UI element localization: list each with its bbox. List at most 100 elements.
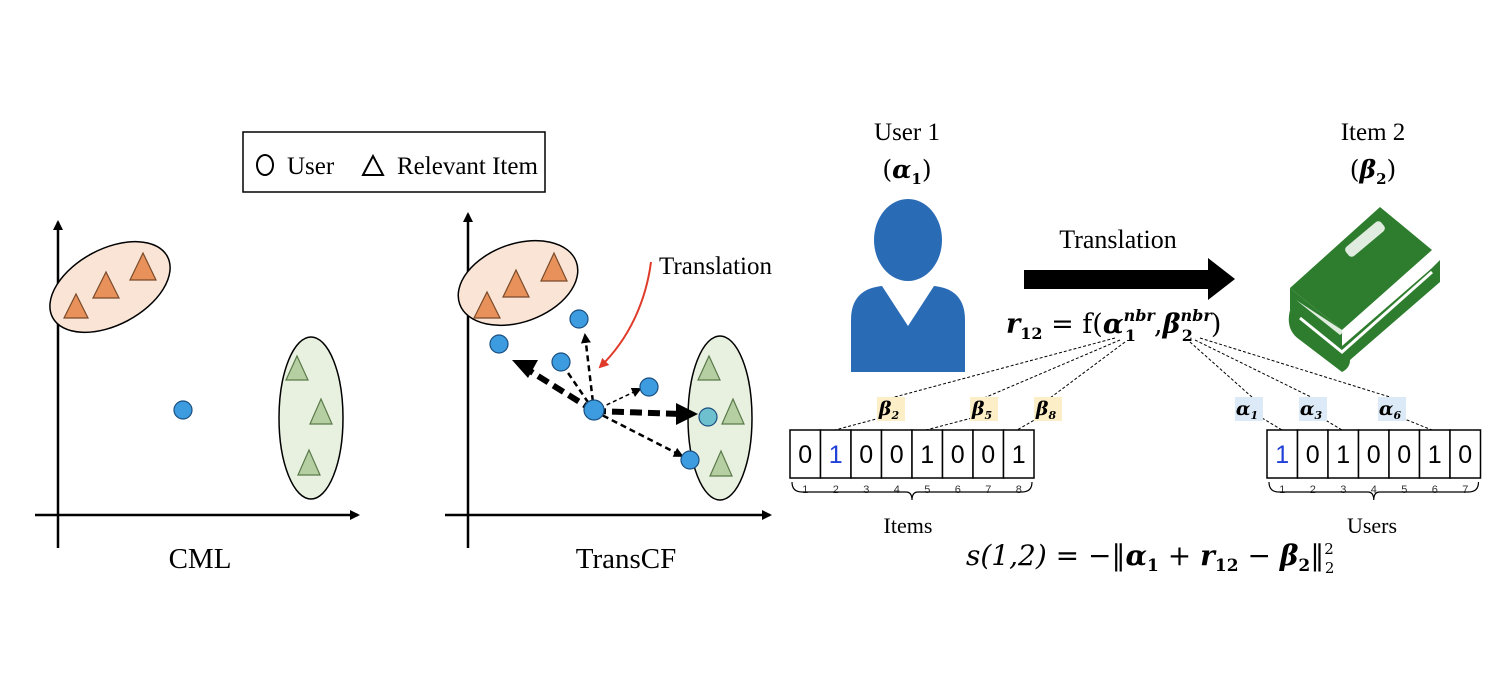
transcf-user-dot xyxy=(680,450,700,470)
item-vector-cell xyxy=(972,429,1005,479)
user-vector-index: 5 xyxy=(1401,484,1407,496)
item-vector-tag-bg xyxy=(970,397,998,421)
transcf-item-triangle xyxy=(697,354,721,381)
transcf-user-dot xyxy=(569,309,589,329)
cml-user-dot xyxy=(173,400,193,420)
cml-item-triangle xyxy=(297,448,321,476)
user-vector-cell xyxy=(1266,429,1299,479)
translation-arrow-thick xyxy=(520,363,596,414)
translation-arrow-big: Translation xyxy=(1024,225,1235,300)
item-vector-cell xyxy=(789,429,822,479)
transcf-user-dot xyxy=(698,407,718,427)
item-legend-icon xyxy=(361,153,385,176)
cml-item-triangle xyxy=(309,397,333,425)
item-vector-index: 4 xyxy=(894,484,900,496)
item-vector-index: 7 xyxy=(985,484,991,496)
cml-item-triangle xyxy=(129,251,157,281)
cml-panel: CML xyxy=(35,220,360,575)
item-vector-tag-bg xyxy=(877,397,905,421)
user-vector-index: 2 xyxy=(1310,484,1316,496)
cml-label: CML xyxy=(169,543,232,575)
item-vector-index: 3 xyxy=(863,484,869,496)
item-vector-value: 1 xyxy=(920,441,934,469)
transcf-item-triangle xyxy=(709,449,733,477)
item-vector-index: 2 xyxy=(833,484,839,496)
book-icon xyxy=(1288,207,1440,372)
user-icon xyxy=(851,199,965,372)
translation-arrow xyxy=(562,366,596,412)
transcf-user-dot xyxy=(639,377,659,397)
user-vector-tag-bg xyxy=(1378,397,1406,421)
cml-item-triangle xyxy=(63,292,89,319)
arrowhead xyxy=(676,403,698,425)
item-vector-index: 6 xyxy=(955,484,961,496)
item-vector-label: Items xyxy=(884,513,933,538)
user-vector-value: 1 xyxy=(1428,441,1442,469)
item-vector-brace xyxy=(791,481,1033,501)
arrowhead xyxy=(512,360,538,378)
item-vector-value: 1 xyxy=(1012,441,1026,469)
item-title: Item 2 xyxy=(1341,119,1406,146)
item-vector-value: 0 xyxy=(890,441,904,469)
legend-item-label: Relevant Item xyxy=(397,153,538,180)
legend-user-label: User xyxy=(287,153,335,180)
transcf-label: TransCF xyxy=(576,543,676,575)
translation-annotation-arrow xyxy=(598,261,652,369)
item-embedding: (β2) xyxy=(1350,155,1397,188)
transcf-item-triangle xyxy=(721,397,745,425)
cml-item-triangle xyxy=(92,270,120,299)
item-vector-cell xyxy=(941,429,974,479)
translation-arrow xyxy=(593,409,684,458)
user-vector-value: 1 xyxy=(1275,441,1289,469)
item-vector-cell xyxy=(1002,429,1035,479)
item-vector-value: 0 xyxy=(859,441,873,469)
user-vector-value: 0 xyxy=(1458,441,1472,469)
user-vector-tag-bg xyxy=(1235,397,1263,421)
transcf-item-triangle xyxy=(502,268,530,298)
user-vector-tag-bg xyxy=(1299,397,1327,421)
transcf-item-triangle xyxy=(473,290,501,319)
translation-annotation: Translation xyxy=(659,253,772,280)
user-vector-index: 6 xyxy=(1432,484,1438,496)
user-vector-index: 7 xyxy=(1462,484,1468,496)
user-embedding: (α1) xyxy=(882,155,931,188)
transcf-item-triangle xyxy=(540,251,568,282)
transcf-panel: Translation TransCF xyxy=(445,212,772,575)
user-title: User 1 xyxy=(874,119,940,146)
user-vector-index: 3 xyxy=(1340,484,1346,496)
legend: User Relevant Item xyxy=(242,131,546,193)
item-vector-tag-bg xyxy=(1034,397,1062,421)
cml-item-triangle xyxy=(285,354,309,381)
item-vector-value: 0 xyxy=(951,441,965,469)
legend-box xyxy=(242,131,546,193)
item-vector-index: 8 xyxy=(1016,484,1022,496)
item-vector-index: 5 xyxy=(924,484,930,496)
transcf-center-user-dot xyxy=(583,399,605,421)
user-vector-brace xyxy=(1268,481,1480,501)
user-vector-cell xyxy=(1357,429,1390,479)
user-vector-value: 0 xyxy=(1397,441,1411,469)
user-vector-value: 0 xyxy=(1306,441,1320,469)
user-vector-cell xyxy=(1449,429,1482,479)
item-vector-value: 0 xyxy=(798,441,812,469)
item-vector-value: 1 xyxy=(829,441,843,469)
transcf-user-dot xyxy=(551,352,571,372)
user-vector-label: Users xyxy=(1347,513,1397,538)
user-vector-connectors xyxy=(1189,337,1433,431)
user-vector-value: 1 xyxy=(1336,441,1350,469)
translation-arrow-thick xyxy=(593,408,683,417)
item-vector-value: 0 xyxy=(981,441,995,469)
user-legend-icon xyxy=(256,154,274,176)
user-vector-value: 0 xyxy=(1367,441,1381,469)
translation-arrow-label: Translation xyxy=(1059,225,1177,254)
user-vector-index: 4 xyxy=(1371,484,1377,496)
user-block: User 1 (α1) xyxy=(851,119,965,372)
user-vector-cell xyxy=(1327,429,1360,479)
user-vector-cell xyxy=(1418,429,1451,479)
transcf-user-dot xyxy=(489,334,509,354)
translation-arrow xyxy=(580,333,596,412)
